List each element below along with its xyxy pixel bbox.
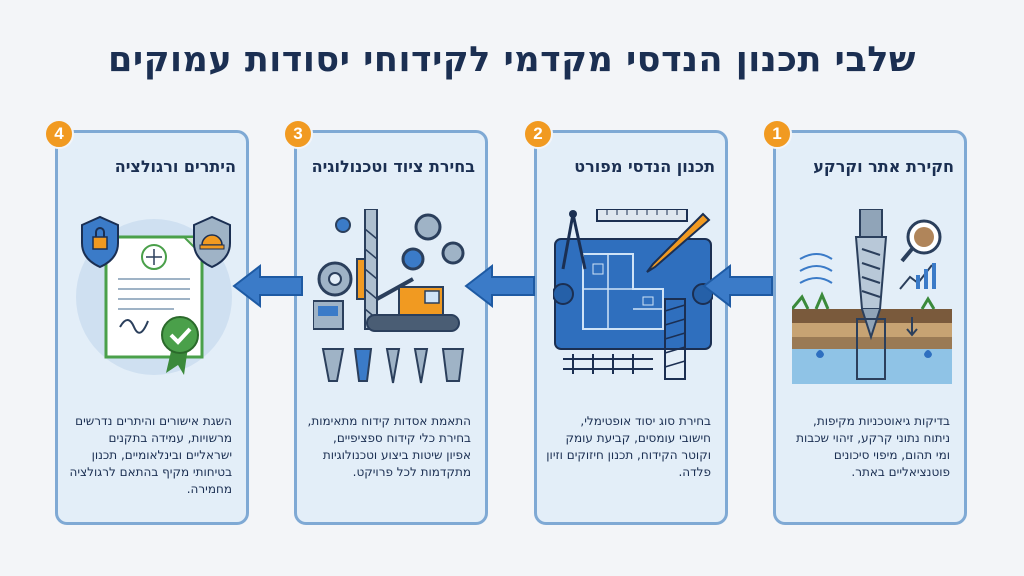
step-number-badge: 1: [762, 119, 792, 149]
step-card-1: 1 חקירת אתר וקרקע בדיקות גיאוטכני: [762, 119, 967, 525]
drilling-rig-icon: [313, 209, 473, 384]
flow-arrow-icon: [462, 262, 538, 310]
step-number-badge: 3: [283, 119, 313, 149]
flow-arrow-icon: [700, 262, 776, 310]
step-number-badge: 2: [523, 119, 553, 149]
step-card-4: 4 היתרים ורגולציה השגת אישורים והיתרים נ…: [44, 119, 249, 525]
step-card-3: 3 בחירת ציוד וטכנולוגיה התאמת אסדות קידו: [283, 119, 488, 525]
step-description: בדיקות גיאוטכניות מקיפות, ניתוח נתוני קר…: [796, 414, 950, 479]
certificate-icon: [74, 209, 234, 384]
step-card-2: 2 תכנון הנדסי מפורט בחירת סוג יסוד אופטי…: [523, 119, 728, 525]
step-description: בחירת סוג יסוד אופטימלי, חישובי עומסים, …: [546, 414, 711, 479]
step-title: בחירת ציוד וטכנולוגיה: [311, 157, 475, 176]
page-title: שלבי תכנון הנדסי מקדמי לקידוחי יסודות עמ…: [108, 40, 916, 80]
blueprint-icon: [553, 209, 713, 384]
step-title: היתרים ורגולציה: [114, 157, 236, 176]
step-title: חקירת אתר וקרקע: [813, 157, 954, 176]
flow-arrow-icon: [230, 262, 306, 310]
step-description: השגת אישורים והיתרים נדרשים מרשויות, עמי…: [69, 414, 232, 496]
soil-drill-icon: [792, 209, 952, 384]
step-description: התאמת אסדות קידוח מתאימות, בחירת כלי קיד…: [307, 414, 471, 479]
step-number-badge: 4: [44, 119, 74, 149]
step-title: תכנון הנדסי מפורט: [574, 157, 715, 176]
